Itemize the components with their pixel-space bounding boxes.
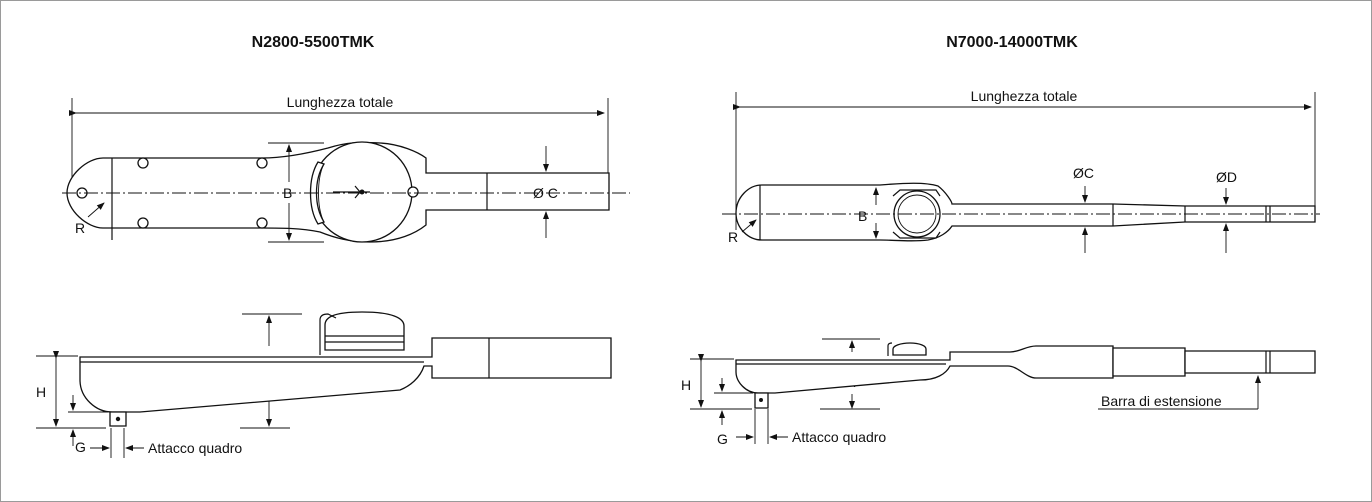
left-h-label: H bbox=[36, 384, 46, 400]
left-model-title: N2800-5500TMK bbox=[251, 34, 375, 51]
left-top-view: Lunghezza totale R B Ø C bbox=[62, 94, 630, 243]
right-wrench-side-outline bbox=[735, 345, 1114, 394]
left-diameter-c-label: Ø C bbox=[533, 185, 558, 201]
right-h-label: H bbox=[681, 377, 691, 393]
left-total-length-label: Lunghezza totale bbox=[287, 94, 394, 110]
right-radius-label: R bbox=[728, 229, 738, 245]
right-g-label: G bbox=[717, 431, 728, 447]
right-wrench-outline bbox=[735, 182, 1316, 242]
right-side-view: A H G Attacco quadro Barra di estensione bbox=[681, 338, 1316, 447]
right-model-title: N7000-14000TMK bbox=[946, 34, 1078, 51]
right-diameter-c-label: ØC bbox=[1073, 165, 1094, 181]
left-side-view: A H G Attacco quadro bbox=[36, 311, 612, 458]
right-top-view: Lunghezza totale R B ØC ØD bbox=[722, 88, 1320, 253]
right-square-drive-label: Attacco quadro bbox=[792, 429, 886, 445]
right-total-length-label: Lunghezza totale bbox=[971, 88, 1078, 104]
right-b-label: B bbox=[858, 208, 867, 224]
left-wrench-side-outline bbox=[79, 337, 612, 413]
left-radius-label: R bbox=[75, 220, 85, 236]
left-b-label: B bbox=[283, 185, 292, 201]
left-square-drive-label: Attacco quadro bbox=[148, 440, 242, 456]
right-diameter-d-label: ØD bbox=[1216, 169, 1237, 185]
left-g-label: G bbox=[75, 439, 86, 455]
extension-bar-label: Barra di estensione bbox=[1101, 393, 1222, 409]
